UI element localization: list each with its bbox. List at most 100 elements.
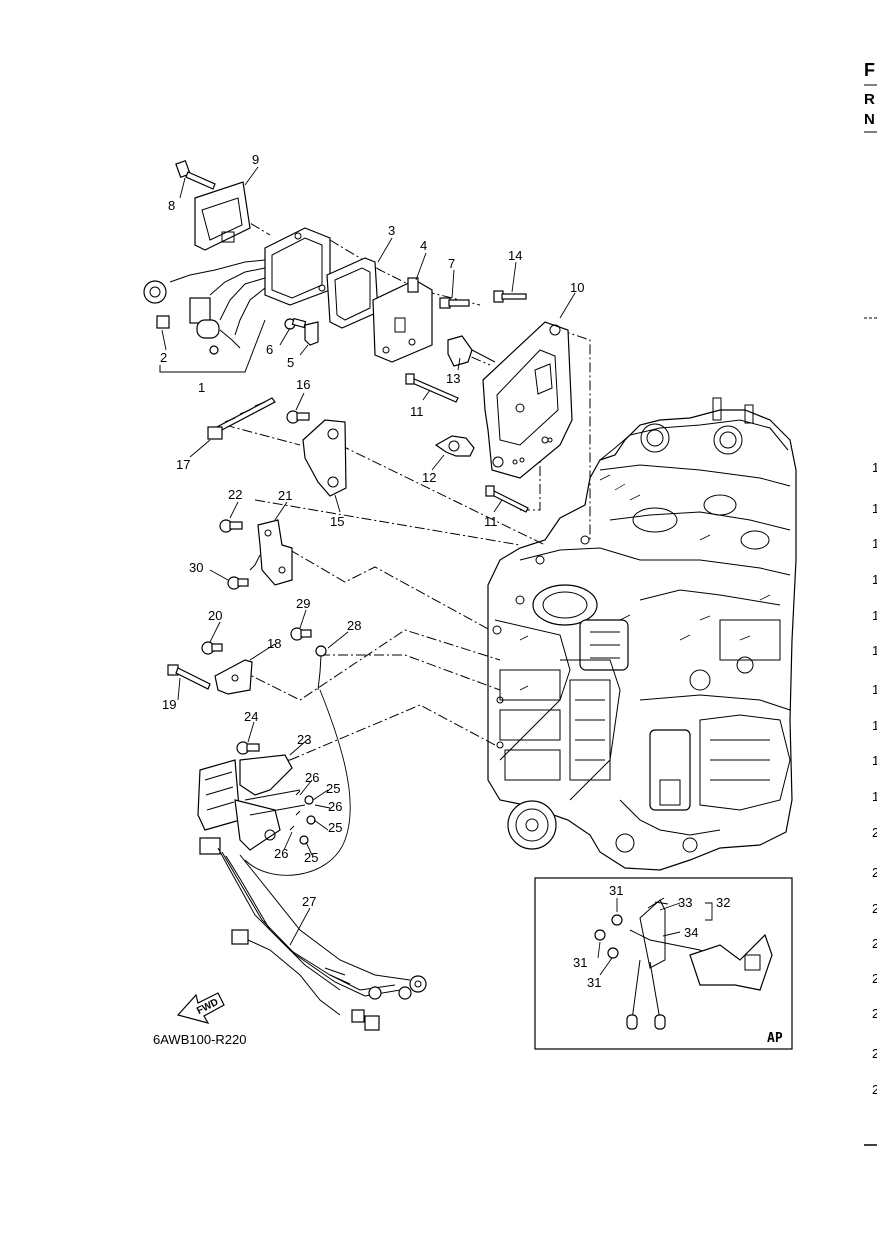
callout-1: 1 bbox=[198, 380, 205, 395]
part-cable-tie-11b bbox=[485, 485, 529, 513]
part-sensor-28 bbox=[315, 645, 327, 691]
edge-number: 2 bbox=[872, 1046, 877, 1061]
part-bracket-plate-10 bbox=[482, 321, 573, 479]
edge-number: 1 bbox=[872, 718, 877, 733]
part-bracket-18 bbox=[214, 659, 253, 695]
edge-letter-f: F bbox=[864, 60, 875, 80]
callout-26: 26 bbox=[328, 799, 342, 814]
callout-25: 25 bbox=[326, 781, 340, 796]
edge-number: 1 bbox=[872, 789, 877, 804]
detail-outline bbox=[244, 689, 351, 876]
part-coil-assembly bbox=[197, 759, 306, 851]
part-cable-tie-17 bbox=[207, 397, 276, 440]
callout-4: 4 bbox=[420, 238, 427, 253]
part-cable-tie-11a bbox=[405, 373, 459, 403]
callout-15: 15 bbox=[330, 514, 344, 529]
callout-30: 30 bbox=[189, 560, 203, 575]
callout-11: 11 bbox=[484, 514, 498, 529]
callout-18: 18 bbox=[267, 636, 281, 651]
part-screw-16 bbox=[286, 410, 310, 424]
callout-23: 23 bbox=[297, 732, 311, 747]
edge-number: 1 bbox=[872, 753, 877, 768]
callout-3: 3 bbox=[388, 223, 395, 238]
callout-9: 9 bbox=[252, 152, 259, 167]
callout-numbers: 1234567891011111213141516171819202122232… bbox=[160, 152, 730, 990]
callout-12: 12 bbox=[422, 470, 436, 485]
part-small-hardware bbox=[289, 790, 316, 845]
callout-28: 28 bbox=[347, 618, 361, 633]
part-cover-4 bbox=[372, 277, 433, 363]
edge-number: 1 bbox=[872, 608, 877, 623]
part-relay-13 bbox=[447, 335, 496, 367]
engine-block bbox=[487, 397, 797, 871]
edge-number: 2 bbox=[872, 865, 877, 880]
part-bolt-14 bbox=[493, 290, 527, 303]
edge-number: 2 bbox=[872, 1006, 877, 1021]
callout-16: 16 bbox=[296, 377, 310, 392]
callout-21: 21 bbox=[278, 488, 292, 503]
callout-22: 22 bbox=[228, 487, 242, 502]
part-screw-20 bbox=[201, 641, 223, 655]
edge-number: 1 bbox=[872, 501, 877, 516]
callout-10: 10 bbox=[570, 280, 584, 295]
inset-label: AP bbox=[767, 1031, 783, 1046]
callout-19: 19 bbox=[162, 697, 176, 712]
part-bracket-21 bbox=[249, 519, 293, 586]
edge-number: 2 bbox=[872, 936, 877, 951]
part-bolt-8 bbox=[175, 159, 216, 190]
part-screw-22 bbox=[219, 519, 243, 533]
callout-29: 29 bbox=[296, 596, 310, 611]
figure-code: 6AWB100-R220 bbox=[153, 1032, 246, 1047]
edge-row-r: R bbox=[864, 91, 875, 108]
callout-11: 11 bbox=[410, 404, 424, 419]
part-screw-6 bbox=[284, 317, 307, 330]
edge-number: 2 bbox=[872, 901, 877, 916]
edge-number: 1 bbox=[872, 572, 877, 587]
edge-row-n: N bbox=[864, 111, 875, 128]
callout-33: 33 bbox=[678, 895, 692, 910]
callout-14: 14 bbox=[508, 248, 522, 263]
callout-31: 31 bbox=[587, 975, 601, 990]
fwd-arrow-icon: FWD bbox=[176, 992, 225, 1024]
part-clamp-12 bbox=[434, 435, 475, 457]
callout-17: 17 bbox=[176, 457, 190, 472]
callout-leaders bbox=[161, 166, 713, 976]
callout-20: 20 bbox=[208, 608, 222, 623]
callout-2: 2 bbox=[160, 350, 167, 365]
callout-5: 5 bbox=[287, 355, 294, 370]
edge-number: 2 bbox=[872, 825, 877, 840]
callout-8: 8 bbox=[168, 198, 175, 213]
part-bracket-9 bbox=[194, 181, 251, 251]
part-bracket-23 bbox=[239, 754, 293, 796]
part-gasket-3 bbox=[326, 257, 379, 329]
callout-26: 26 bbox=[274, 846, 288, 861]
inset-ap bbox=[534, 877, 793, 1050]
callout-13: 13 bbox=[446, 371, 460, 386]
callout-32: 32 bbox=[716, 895, 730, 910]
callout-27: 27 bbox=[302, 894, 316, 909]
callout-31: 31 bbox=[573, 955, 587, 970]
edge-number: 1 bbox=[872, 643, 877, 658]
callout-31: 31 bbox=[609, 883, 623, 898]
edge-number: 1 bbox=[872, 682, 877, 697]
edge-number: 1 bbox=[872, 536, 877, 551]
part-bracket-15 bbox=[302, 419, 347, 497]
part-clip-5 bbox=[304, 321, 319, 346]
callout-25: 25 bbox=[304, 850, 318, 865]
edge-number: 2 bbox=[872, 1082, 877, 1097]
callout-6: 6 bbox=[266, 342, 273, 357]
part-screw-24 bbox=[236, 741, 260, 755]
part-screw-30 bbox=[227, 576, 249, 590]
part-bolt-7 bbox=[439, 297, 470, 309]
callout-34: 34 bbox=[684, 925, 698, 940]
part-screw-29 bbox=[290, 627, 312, 641]
callout-26: 26 bbox=[305, 770, 319, 785]
callout-24: 24 bbox=[244, 709, 258, 724]
part-harness-27 bbox=[199, 837, 427, 1031]
callout-7: 7 bbox=[448, 256, 455, 271]
part-bolt-19 bbox=[167, 664, 211, 690]
callout-25: 25 bbox=[328, 820, 342, 835]
edge-number: 1 bbox=[872, 460, 877, 475]
